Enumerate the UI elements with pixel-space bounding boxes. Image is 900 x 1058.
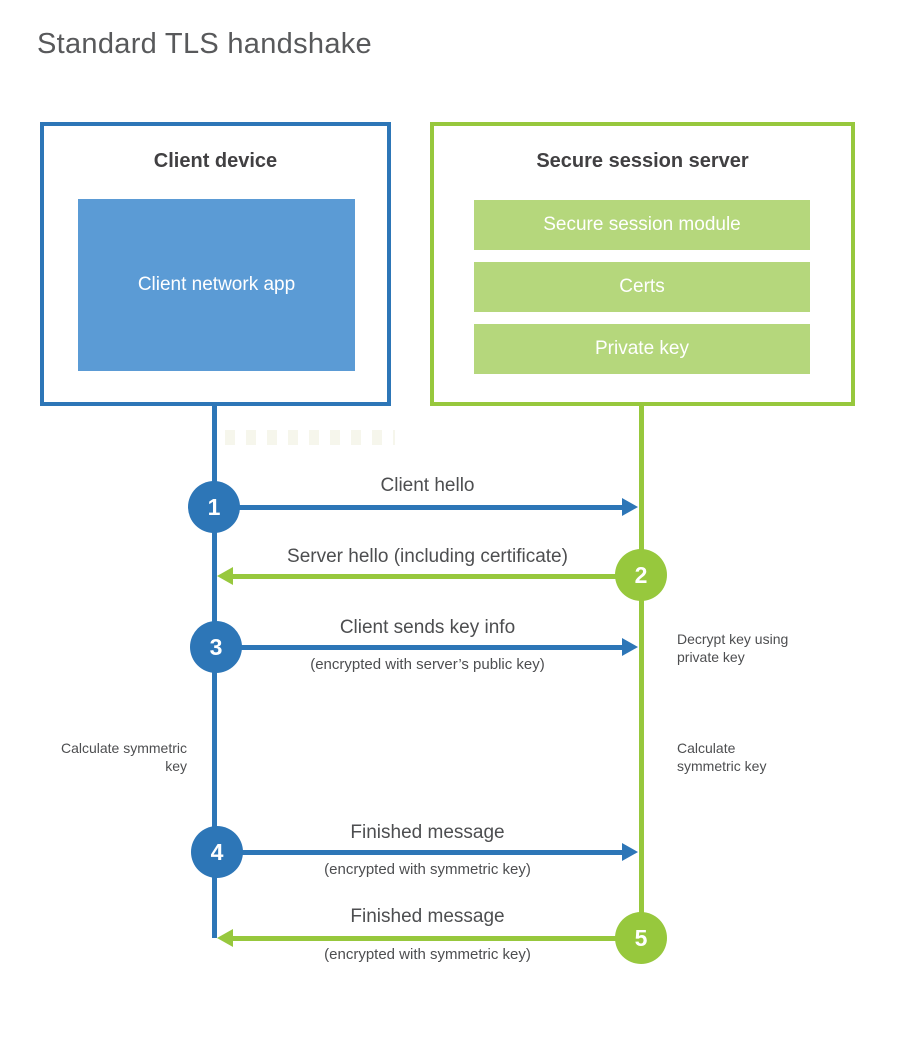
step-circle-5: 5	[615, 912, 667, 964]
note-decrypt-key: Decrypt key using private key	[677, 631, 789, 666]
server-module-label: Secure session module	[543, 214, 741, 235]
step-circle-1: 1	[188, 481, 240, 533]
page-title: Standard TLS handshake	[37, 28, 372, 60]
arrow-client-hello	[214, 497, 638, 517]
arrow-shaft	[214, 505, 626, 510]
message-label-client-key-info: Client sends key info	[339, 617, 516, 638]
arrowhead-right-icon	[622, 638, 638, 656]
client-device-box: Client device Client network app	[40, 122, 391, 406]
step-circle-4: 4	[191, 826, 243, 878]
server-module-bar: Secure session module	[474, 200, 810, 250]
arrow-client-key-info	[214, 637, 638, 657]
arrowhead-left-icon	[217, 929, 233, 947]
step-circle-3: 3	[190, 621, 242, 673]
secure-session-server-title: Secure session server	[536, 150, 749, 172]
arrow-finished-client	[214, 842, 638, 862]
message-sublabel-finished-client: (encrypted with symmetric key)	[324, 861, 531, 878]
message-label-finished-server: Finished message	[350, 906, 505, 927]
client-device-title: Client device	[153, 150, 278, 172]
message-label-client-hello: Client hello	[380, 475, 475, 496]
secure-session-server-box: Secure session server Secure session mod…	[430, 122, 855, 406]
client-network-app-box: Client network app	[78, 199, 355, 371]
arrow-server-hello	[217, 566, 640, 586]
arrow-shaft	[214, 850, 626, 855]
message-label-finished-client: Finished message	[350, 822, 505, 843]
arrow-shaft	[214, 645, 626, 650]
client-network-app-label: Client network app	[137, 273, 296, 295]
message-label-server-hello: Server hello (including certificate)	[287, 546, 568, 567]
server-module-bar: Private key	[474, 324, 810, 374]
server-module-bar: Certs	[474, 262, 810, 312]
note-calculate-symmetric-key-left: Calculate symmetric key	[60, 740, 187, 775]
arrow-shaft	[229, 936, 640, 941]
message-sublabel-client-key-info: (encrypted with server’s public key)	[310, 656, 545, 673]
message-sublabel-finished-server: (encrypted with symmetric key)	[324, 946, 531, 963]
arrow-shaft	[229, 574, 640, 579]
server-module-label: Private key	[595, 338, 689, 359]
note-calculate-symmetric-key-right: Calculate symmetric key	[677, 740, 767, 775]
server-module-label: Certs	[619, 276, 665, 297]
step-circle-2: 2	[615, 549, 667, 601]
arrow-finished-server	[217, 928, 640, 948]
faint-dash-line	[225, 430, 395, 445]
arrowhead-right-icon	[622, 498, 638, 516]
arrowhead-right-icon	[622, 843, 638, 861]
arrowhead-left-icon	[217, 567, 233, 585]
server-lifeline	[639, 405, 644, 938]
